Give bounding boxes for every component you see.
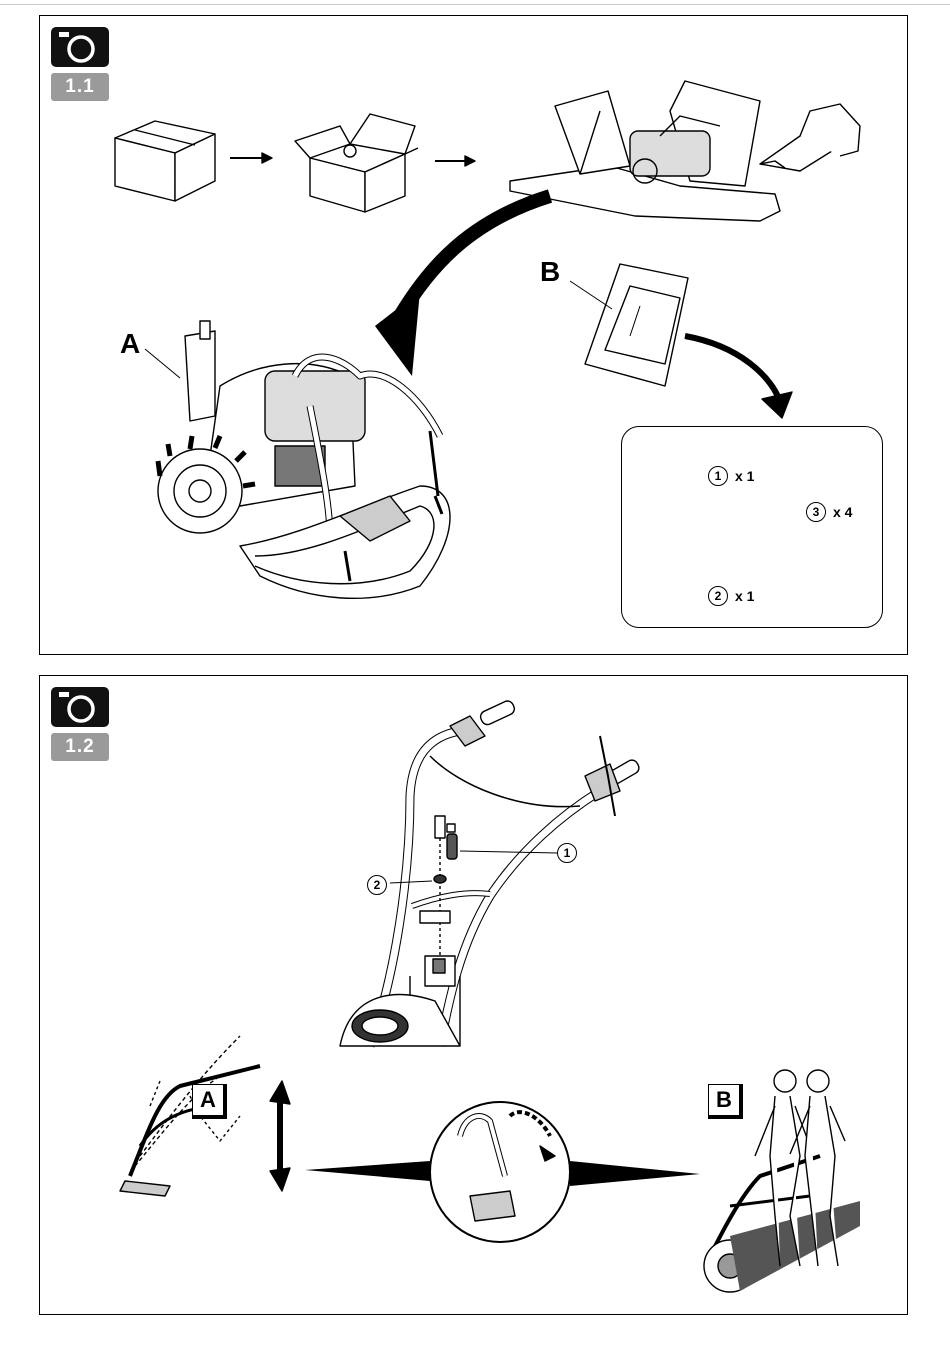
qty-1: x 1 (735, 468, 754, 484)
label-a: A (192, 1084, 227, 1119)
label-a: A (120, 328, 140, 360)
zoom-detail (430, 1102, 570, 1242)
parts-bag (585, 264, 688, 386)
open-box (295, 114, 418, 212)
callout-1: 1 (708, 466, 728, 486)
callout-2: 2 (708, 586, 728, 606)
qty-2: x 1 (735, 588, 754, 604)
label-b: B (540, 256, 560, 288)
qty-3: x 4 (833, 504, 852, 520)
top-rule (0, 4, 950, 5)
callout-2: 2 (367, 875, 387, 895)
closed-box (115, 121, 215, 201)
label-b: B (708, 1084, 743, 1119)
handle-assembly-illustration (40, 676, 907, 1314)
callout-1: 1 (557, 843, 577, 863)
hand-with-knife (760, 104, 860, 171)
figure-panel-1-1: 1.1 (39, 15, 908, 655)
figure-panel-1-2: 1.2 (39, 675, 908, 1315)
up-down-arrow (270, 1081, 290, 1191)
callout-3: 3 (806, 502, 826, 522)
handle-height-variations (120, 1036, 260, 1196)
